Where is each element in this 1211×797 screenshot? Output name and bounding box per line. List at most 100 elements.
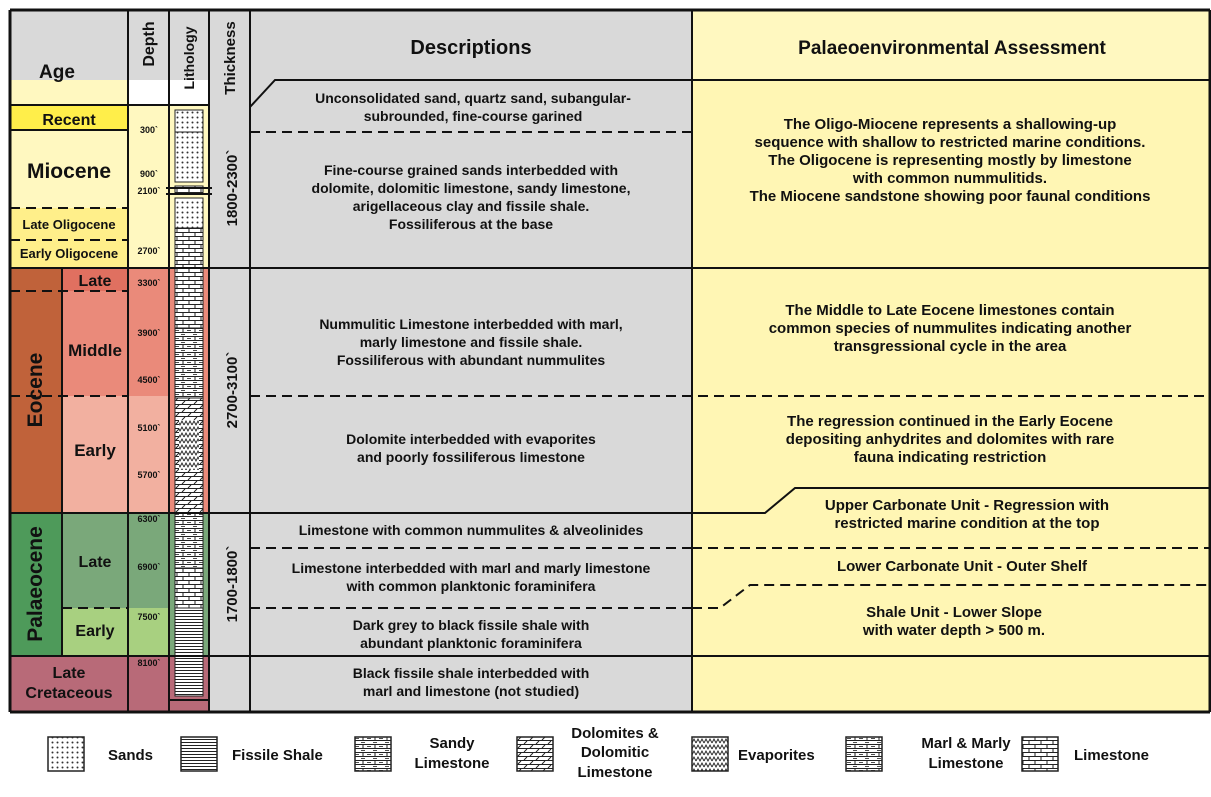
palaeo-p6-line-2: with water depth > 500 m.: [862, 622, 1045, 639]
palaeo-p3-line-1: The regression continued in the Early Eo…: [787, 413, 1113, 430]
desc-d4-line-2: and poorly fossiliferous limestone: [357, 449, 585, 465]
desc-d8-line-1: Black fissile shale interbedded with: [353, 665, 590, 681]
depth-label-9: 5700`: [137, 470, 160, 480]
depth-oligo-miocene-bg: [128, 105, 169, 268]
lith-marl-eocene-middle: [174, 327, 204, 399]
desc-d1-line-1: Unconsolidated sand, quartz sand, subang…: [315, 90, 631, 106]
depth-eocene-lower-bg: [128, 396, 169, 513]
age-late-oligocene: Late Oligocene: [22, 217, 115, 232]
palaeo-p3-line-3: fauna indicating restriction: [854, 449, 1047, 466]
desc-d2-line-1: Fine-course grained sands interbedded wi…: [324, 162, 618, 178]
age-recent-bg: [10, 105, 128, 130]
age-cretaceous: Cretaceous: [25, 685, 112, 702]
legend-limestone-swatch: [1021, 736, 1059, 772]
depth-label-13: 8100`: [137, 658, 160, 668]
legend-dolomites-label-1: Dolomites &: [571, 725, 659, 742]
depth-label-10: 6300`: [137, 514, 160, 524]
desc-d6-line-2: with common planktonic foraminifera: [346, 578, 596, 594]
depth-label-12: 7500`: [137, 612, 160, 622]
legend-sandy-limestone-swatch: [354, 736, 392, 772]
palaeo-p1-line-1: The Oligo-Miocene represents a shallowin…: [784, 116, 1117, 133]
palaeo-p5-line-1: Lower Carbonate Unit - Outer Shelf: [837, 558, 1088, 575]
palaeo-p1-line-3: The Oligocene is representing mostly by …: [768, 152, 1131, 169]
palaeo-cretaceous-bg: [692, 656, 1210, 712]
header-bg-left: [10, 10, 692, 80]
depth-label-3: 2100`: [137, 186, 160, 196]
age-miocene: Miocene: [27, 160, 111, 183]
lith-sands-miocene: [174, 131, 204, 183]
desc-d8-line-2: marl and limestone (not studied): [363, 683, 579, 699]
depth-palaeocene-early-bg: [128, 608, 169, 656]
age-palaeocene: Palaeocene: [24, 526, 47, 642]
age-eocene-early-bg: [62, 396, 128, 513]
palaeo-p1-line-5: The Miocene sandstone showing poor fauna…: [750, 188, 1151, 205]
age-early-oligocene: Early Oligocene: [20, 246, 118, 261]
legend-marl-label-1: Marl & Marly: [921, 735, 1011, 752]
palaeo-p6-line-1: Shale Unit - Lower Slope: [866, 604, 1042, 621]
lith-shale-palaeocene-early: [174, 607, 204, 657]
desc-d7-line-2: abundant planktonic foraminifera: [360, 635, 582, 651]
depth-label-6: 3900`: [137, 328, 160, 338]
palaeo-p4-line-2: restricted marine condition at the top: [834, 515, 1099, 532]
age-palaeocene-bg: [10, 513, 62, 656]
palaeo-p1-line-4: with common nummulitids.: [852, 170, 1047, 187]
legend-fissile-shale-label: Fissile Shale: [232, 747, 323, 764]
depth-label-4: 2700`: [137, 246, 160, 256]
age-eocene-middle: Middle: [68, 341, 122, 360]
palaeo-p2-line-2: common species of nummulites indicating …: [769, 320, 1132, 337]
thickness-upper: 1800-2300`: [224, 150, 241, 227]
age-late-cretaceous: Late: [53, 665, 86, 682]
desc-d2-line-3: arigellaceous clay and fissile shale.: [353, 198, 590, 214]
desc-d2-line-2: dolomite, dolomitic limestone, sandy lim…: [312, 180, 631, 196]
depth-label-11: 6900`: [137, 562, 160, 572]
depth-palaeocene-late-bg: [128, 513, 169, 608]
lith-sands-recent: [174, 109, 204, 133]
age-miocene-bg: [10, 130, 128, 208]
legend-marl-label-2: Limestone: [928, 755, 1003, 772]
thickness-lower: 1700-1800`: [224, 546, 241, 623]
desc-d3-line-2: marly limestone and fissile shale.: [360, 334, 583, 350]
age-early-oligocene-bg: [10, 240, 128, 268]
lith-shale-cretaceous: [174, 655, 204, 697]
thickness-middle: 2700-3100`: [224, 352, 241, 429]
desc-header-bottom: [249, 79, 1210, 108]
depth-label-8: 5100`: [137, 423, 160, 433]
desc-d3-line-3: Fossiliferous with abundant nummulites: [337, 352, 606, 368]
desc-d4-line-1: Dolomite interbedded with evaporites: [346, 431, 596, 447]
depth-label-1: 300`: [140, 125, 158, 135]
legend-sands-swatch: [47, 736, 85, 772]
lith-limestone-lower-oligocene: [174, 227, 204, 269]
palaeo-column-bg: [692, 80, 1210, 656]
lith-evaporites-eocene-early: [179, 420, 199, 470]
desc-d3-line-1: Nummulitic Limestone interbedded with ma…: [319, 316, 622, 332]
palaeo-p2-line-3: transgressional cycle in the area: [834, 338, 1067, 355]
age-recent: Recent: [42, 112, 96, 129]
legend-evaporites-swatch: [691, 736, 729, 772]
lith-limestone-palaeocene: [174, 567, 204, 609]
palaeo-p4-line-1: Upper Carbonate Unit - Regression with: [825, 497, 1109, 514]
legend-sandy-limestone-label-2: Limestone: [414, 755, 489, 772]
header-descriptions: Descriptions: [410, 37, 531, 59]
legend-dolomites-label-3: Limestone: [577, 764, 652, 781]
legend-fissile-shale-swatch: [180, 736, 218, 772]
palaeo-upper-carbonate-top: [692, 487, 1210, 514]
age-palaeocene-late-bg: [62, 513, 128, 608]
depth-label-5: 3300`: [137, 278, 160, 288]
depth-label-7: 4500`: [137, 375, 160, 385]
header-age: Age: [39, 62, 75, 83]
legend-sands-label: Sands: [108, 747, 153, 764]
age-eocene-bg: [10, 268, 62, 513]
desc-d5-line-1: Limestone with common nummulites & alveo…: [299, 522, 644, 538]
lith-marl-palaeocene: [174, 512, 204, 569]
palaeo-lower-carbonate-base: [692, 584, 1210, 609]
palaeo-p1-line-2: sequence with shallow to restricted mari…: [755, 134, 1146, 151]
header-depth: Depth: [141, 21, 158, 66]
depth-eocene-upper-bg: [128, 268, 169, 396]
legend-marl-swatch: [845, 736, 883, 772]
header-lithology: Lithology: [181, 26, 197, 89]
desc-d1-line-2: subrounded, fine-course garined: [364, 108, 583, 124]
legend-dolomites-swatch: [516, 736, 554, 772]
desc-d2-line-4: Fossiliferous at the base: [389, 216, 553, 232]
age-late-oligocene-bg: [10, 208, 128, 240]
age-eocene-middle-bg: [62, 291, 128, 396]
